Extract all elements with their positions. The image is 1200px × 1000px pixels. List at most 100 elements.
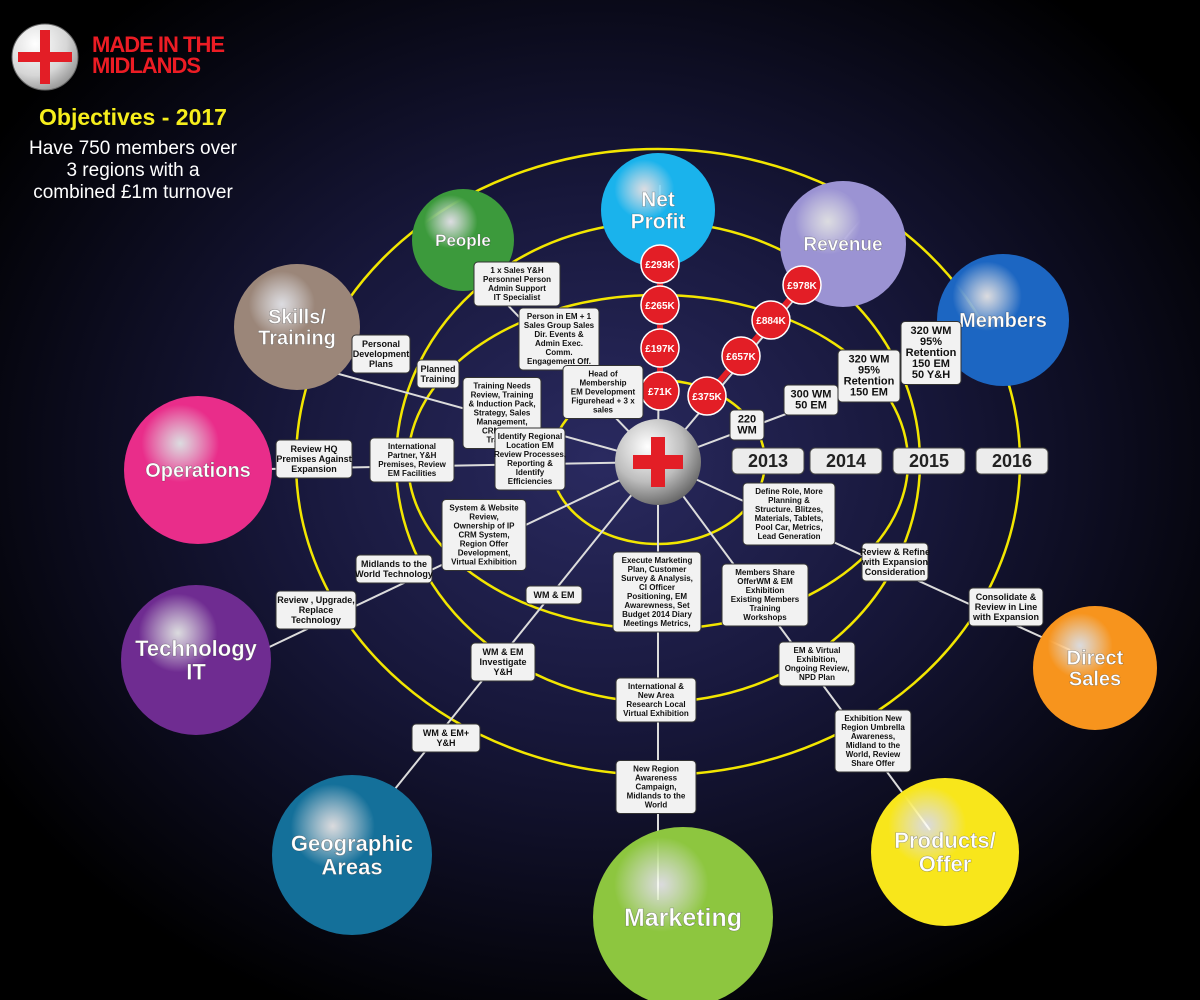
note-text: Members Share bbox=[735, 568, 795, 577]
category-skills-training-label: Training bbox=[258, 328, 336, 350]
category-geographic-areas-label: Areas bbox=[321, 854, 382, 879]
members-target-text: 50 EM bbox=[795, 400, 827, 412]
objective-line-1: Have 750 members over bbox=[28, 138, 238, 159]
value-badge bbox=[640, 328, 680, 368]
category-products-offer-label: Products/ bbox=[894, 828, 995, 853]
note-text: Region Umbrella bbox=[841, 723, 905, 732]
note-text: WM & EM bbox=[534, 590, 575, 600]
note-text: Planning & bbox=[768, 496, 810, 505]
note-text: Strategy, Sales bbox=[474, 409, 531, 418]
note-text: Positioning, EM bbox=[627, 592, 687, 601]
note-text: Figurehead + 3 x bbox=[571, 397, 635, 406]
note-text: Y&H bbox=[493, 667, 512, 677]
logo-text-line2: MIDLANDS bbox=[92, 53, 201, 78]
category-skills-training-sphere bbox=[234, 264, 360, 390]
category-operations-sphere bbox=[124, 396, 272, 544]
category-operations-label: Operations bbox=[145, 460, 251, 482]
note-box bbox=[778, 641, 856, 687]
note-box bbox=[834, 709, 912, 773]
note-text: Research Local bbox=[626, 700, 685, 709]
note-text: with Expansion bbox=[972, 612, 1039, 622]
note-text: Premises, Review bbox=[378, 460, 446, 469]
note-text: 1 x Sales Y&H bbox=[490, 266, 543, 275]
note-text: Lead Generation bbox=[757, 532, 820, 541]
year-label: 2014 bbox=[826, 451, 866, 471]
members-target-text: WM bbox=[737, 425, 757, 437]
note-text: Person in EM + 1 bbox=[527, 312, 592, 321]
category-products-offer-label: Offer bbox=[919, 851, 972, 876]
category-products-offer-sphere bbox=[871, 778, 1019, 926]
note-box bbox=[275, 439, 353, 479]
note-box bbox=[351, 334, 411, 374]
year-box bbox=[809, 447, 883, 475]
note-text: Execute Marketing bbox=[622, 556, 693, 565]
note-text: New Region bbox=[633, 765, 679, 774]
members-target-box bbox=[900, 321, 962, 385]
logo-text-line1: MADE IN THE bbox=[92, 32, 225, 57]
note-text: CRM System, bbox=[458, 531, 509, 540]
category-net-profit-label: Profit bbox=[631, 210, 686, 233]
note-text: Identify Regional bbox=[498, 432, 562, 441]
note-text: Membership bbox=[579, 379, 626, 388]
value-badge-label: £657K bbox=[726, 352, 756, 363]
note-text: Development bbox=[353, 349, 410, 359]
note-text: Review Processes, bbox=[494, 450, 566, 459]
note-text: Consideration bbox=[865, 567, 926, 577]
note-text: Efficiencies bbox=[508, 477, 553, 486]
value-badge-label: £978K bbox=[787, 281, 817, 292]
members-target-text: Retention bbox=[844, 376, 895, 388]
note-text: Plans bbox=[369, 359, 393, 369]
note-text: Admin Support bbox=[488, 284, 546, 293]
value-badge bbox=[687, 376, 727, 416]
revenue-link bbox=[704, 283, 805, 398]
category-marketing-sphere bbox=[593, 827, 773, 1000]
note-box bbox=[275, 590, 357, 630]
category-members-label: Members bbox=[959, 310, 1047, 332]
note-text: Awareness bbox=[635, 774, 678, 783]
page-title: Objectives - 2017 bbox=[39, 104, 227, 130]
note-text: Y&H bbox=[436, 738, 455, 748]
note-text: Survey & Analysis, bbox=[621, 574, 693, 583]
note-box bbox=[355, 554, 433, 584]
note-text: Comm. bbox=[545, 348, 572, 357]
category-technology-it-label: Technology bbox=[135, 636, 258, 661]
note-text: EM Facilities bbox=[388, 469, 437, 478]
note-box bbox=[369, 437, 455, 483]
note-text: Head of bbox=[588, 370, 618, 379]
note-text: Pool Car, Metrics, bbox=[755, 523, 822, 532]
note-text: Investigate bbox=[479, 657, 526, 667]
note-text: Awareness, bbox=[851, 732, 895, 741]
connector-line bbox=[369, 461, 659, 821]
value-badge-label: £884K bbox=[756, 316, 786, 327]
note-text: Review & Refine bbox=[860, 547, 930, 557]
note-text: World bbox=[645, 801, 668, 810]
note-text: Training Needs bbox=[473, 382, 531, 391]
note-text: Technology bbox=[291, 615, 341, 625]
note-text: World, Review bbox=[846, 750, 901, 759]
note-text: Development, bbox=[458, 549, 510, 558]
note-text: Meetings Metrics, bbox=[623, 619, 690, 628]
value-badge-label: £197K bbox=[645, 344, 675, 355]
year-label: 2013 bbox=[748, 451, 788, 471]
note-text: Budget 2014 Diary bbox=[622, 610, 692, 619]
note-box bbox=[411, 723, 481, 753]
note-text: Virtual Exhibition bbox=[451, 558, 517, 567]
note-text: WM & EM+ bbox=[423, 728, 469, 738]
objective-line-3: combined £1m turnover bbox=[33, 182, 233, 203]
category-direct-sales-label: Direct bbox=[1067, 648, 1124, 670]
note-text: Exhibition bbox=[746, 586, 785, 595]
value-badge bbox=[721, 336, 761, 376]
note-text: Materials, Tablets, bbox=[755, 514, 824, 523]
members-target-box bbox=[729, 409, 765, 441]
note-text: Review, Training bbox=[471, 391, 534, 400]
note-text: Expansion bbox=[291, 464, 337, 474]
note-text: World Technology bbox=[355, 569, 433, 579]
category-revenue-label: Revenue bbox=[803, 235, 882, 256]
value-badge-label: £293K bbox=[645, 260, 675, 271]
note-box bbox=[615, 677, 697, 723]
note-text: Planned bbox=[420, 364, 455, 374]
note-text: Personal bbox=[362, 339, 400, 349]
note-text: Midland to the bbox=[846, 741, 901, 750]
